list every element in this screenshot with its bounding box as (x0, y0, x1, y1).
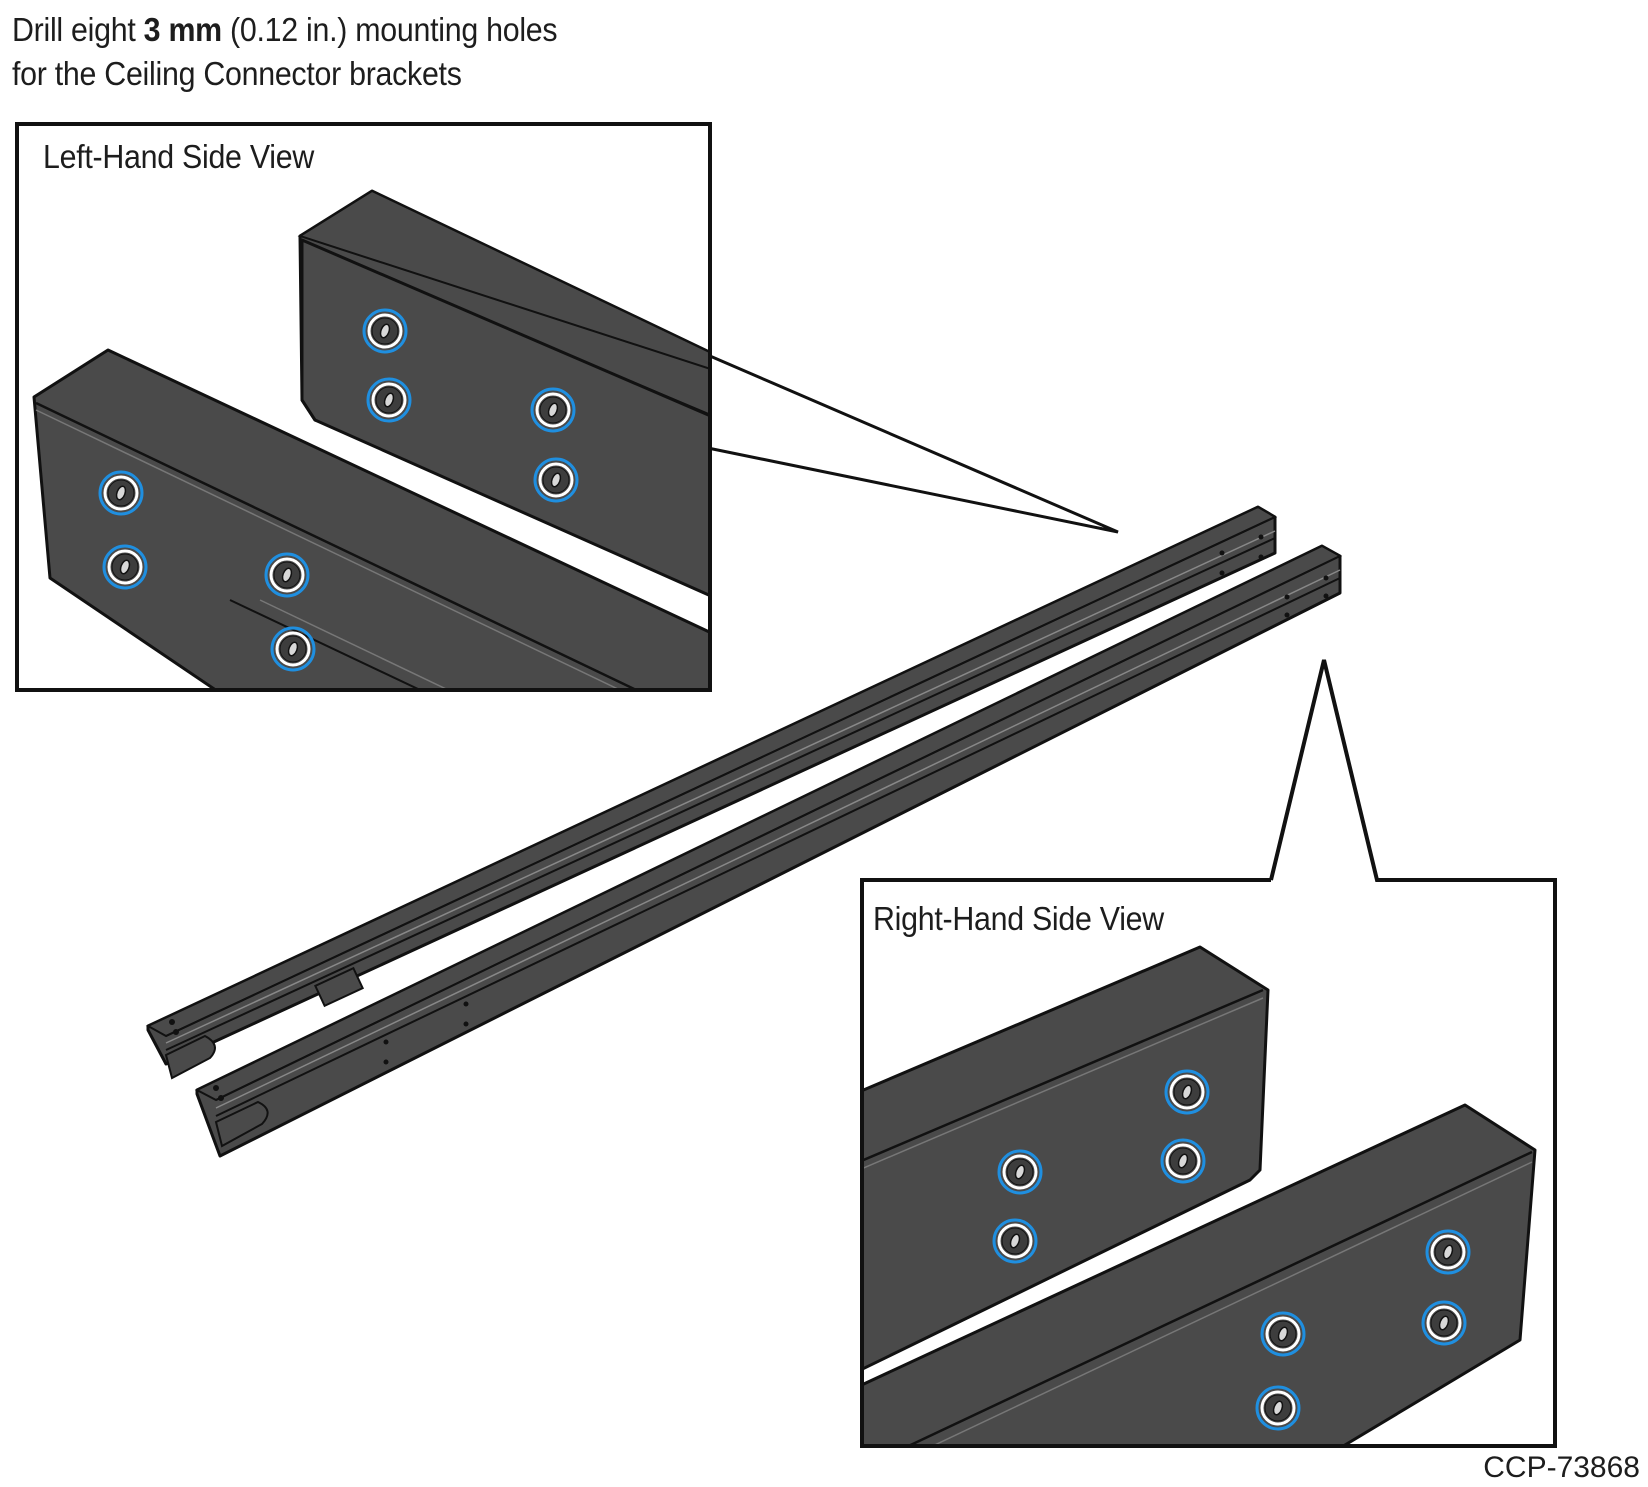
hole-marker-icon (98, 470, 144, 516)
main-rail-upper (145, 505, 1278, 1080)
right-view-front-rail (862, 1103, 1537, 1446)
left-callout-frame (15, 122, 712, 692)
main-rail-lower (194, 544, 1343, 1158)
figure-id-label: CCP-73868 (1483, 1451, 1640, 1484)
right-view-back-rail (862, 945, 1270, 1371)
main-rails-assembly (145, 505, 1343, 1158)
right-callout-title: Right-Hand Side View (873, 900, 1164, 937)
hole-marker-icon (997, 1149, 1043, 1195)
left-callout (15, 122, 1119, 692)
right-callout (860, 659, 1557, 1448)
hole-marker-icon (1421, 1300, 1467, 1346)
hole-marker-icon (366, 377, 412, 423)
hole-marker-icon (1164, 1069, 1210, 1115)
instruction-line-2: for the Ceiling Connector brackets (12, 55, 462, 92)
hole-marker-icon (1260, 1311, 1306, 1357)
left-callout-leader (702, 351, 1119, 534)
hole-marker-icon (992, 1218, 1038, 1264)
instruction-size: 3 mm (143, 11, 222, 48)
instruction-suffix: (0.12 in.) mounting holes (221, 11, 558, 48)
right-callout-frame (860, 659, 1557, 1448)
hole-marker-icon (1255, 1385, 1301, 1431)
instruction-prefix: Drill eight (12, 11, 144, 48)
left-view-front-rail (32, 348, 710, 690)
hole-marker-icon (1425, 1229, 1471, 1275)
hole-marker-icon (1160, 1138, 1206, 1184)
hole-marker-icon (530, 387, 576, 433)
hole-marker-icon (102, 544, 148, 590)
hole-marker-icon (362, 308, 408, 354)
instruction-line-1: Drill eight 3 mm (0.12 in.) mounting hol… (12, 8, 558, 52)
hole-marker-icon (533, 457, 579, 503)
left-callout-title: Left-Hand Side View (43, 138, 314, 175)
hole-marker-icon (264, 552, 310, 598)
hole-marker-icon (270, 626, 316, 672)
instruction-text: Drill eight 3 mm (0.12 in.) mounting hol… (12, 8, 558, 96)
